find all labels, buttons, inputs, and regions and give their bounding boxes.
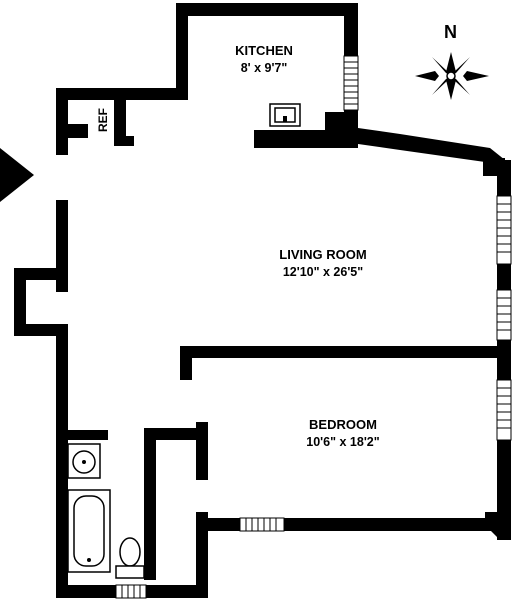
bathtub	[67, 489, 111, 573]
right-wall-windows	[496, 195, 512, 441]
ref-label: REF	[96, 108, 110, 132]
kitchen-window	[343, 55, 359, 111]
entrance-arrow-icon	[0, 148, 34, 202]
bedroom-name: BEDROOM	[309, 417, 377, 432]
living-room-name: LIVING ROOM	[279, 247, 366, 262]
left-walls	[14, 200, 68, 598]
ref-walls	[56, 88, 134, 155]
compass-north-label: N	[444, 22, 457, 42]
compass-rose-icon	[415, 52, 489, 100]
kitchen-sink	[269, 103, 301, 127]
bathroom-sink	[67, 443, 101, 479]
living-room-dims: 12'10" x 26'5"	[283, 265, 363, 279]
bathroom-window	[115, 584, 147, 599]
living-room-walls	[180, 126, 511, 540]
bedroom-window	[239, 517, 285, 532]
toilet	[115, 537, 145, 579]
kitchen-name: KITCHEN	[235, 43, 293, 58]
kitchen-dims: 8' x 9'7"	[241, 61, 288, 75]
bedroom-dims: 10'6" x 18'2"	[306, 435, 379, 449]
